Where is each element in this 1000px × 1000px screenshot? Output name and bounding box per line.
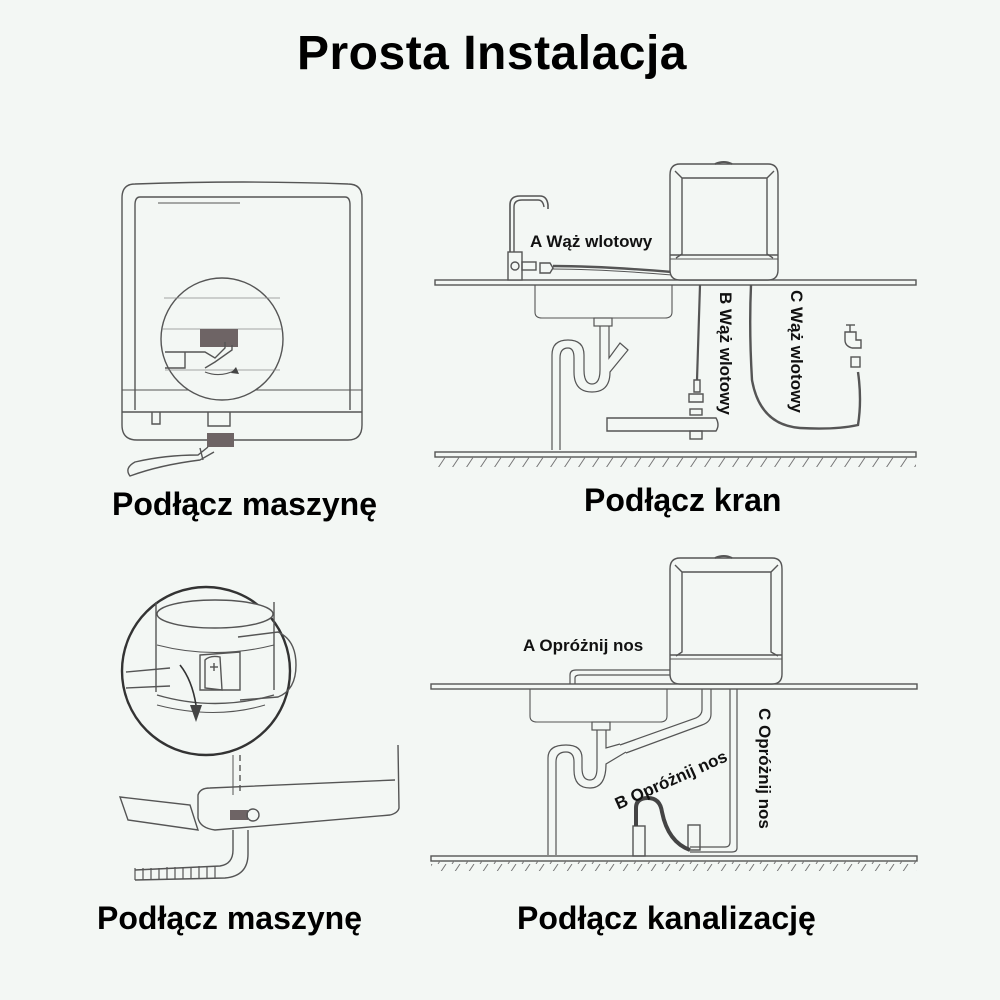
inlet-hose-c-label: C Wąż wlotowy <box>787 290 806 413</box>
sink-trap-2 <box>547 721 627 855</box>
drain-outlet-illustration <box>118 585 400 881</box>
caption-connect-faucet: Podłącz kran <box>584 482 782 518</box>
drain-connection-illustration <box>430 555 918 871</box>
inlet-hose-a-label: A Wąż wlotowy <box>530 232 653 251</box>
corrugated-hose <box>134 866 216 880</box>
caption-connect-machine-2: Podłącz maszynę <box>97 900 362 936</box>
caption-connect-drain: Podłącz kanalizację <box>517 900 816 936</box>
faucet-connection-illustration <box>434 161 917 467</box>
drain-hose-a-label: A Opróżnij nos <box>523 636 644 655</box>
dishwasher-rear-illustration <box>121 181 363 477</box>
sink-trap-1 <box>551 317 629 450</box>
page-title: Prosta Instalacja <box>296 27 687 80</box>
caption-connect-machine-1: Podłącz maszynę <box>112 486 377 522</box>
inlet-hose-b-label: B Wąż wlotowy <box>716 292 735 415</box>
drain-hose-c-label: C Opróżnij nos <box>755 708 774 829</box>
